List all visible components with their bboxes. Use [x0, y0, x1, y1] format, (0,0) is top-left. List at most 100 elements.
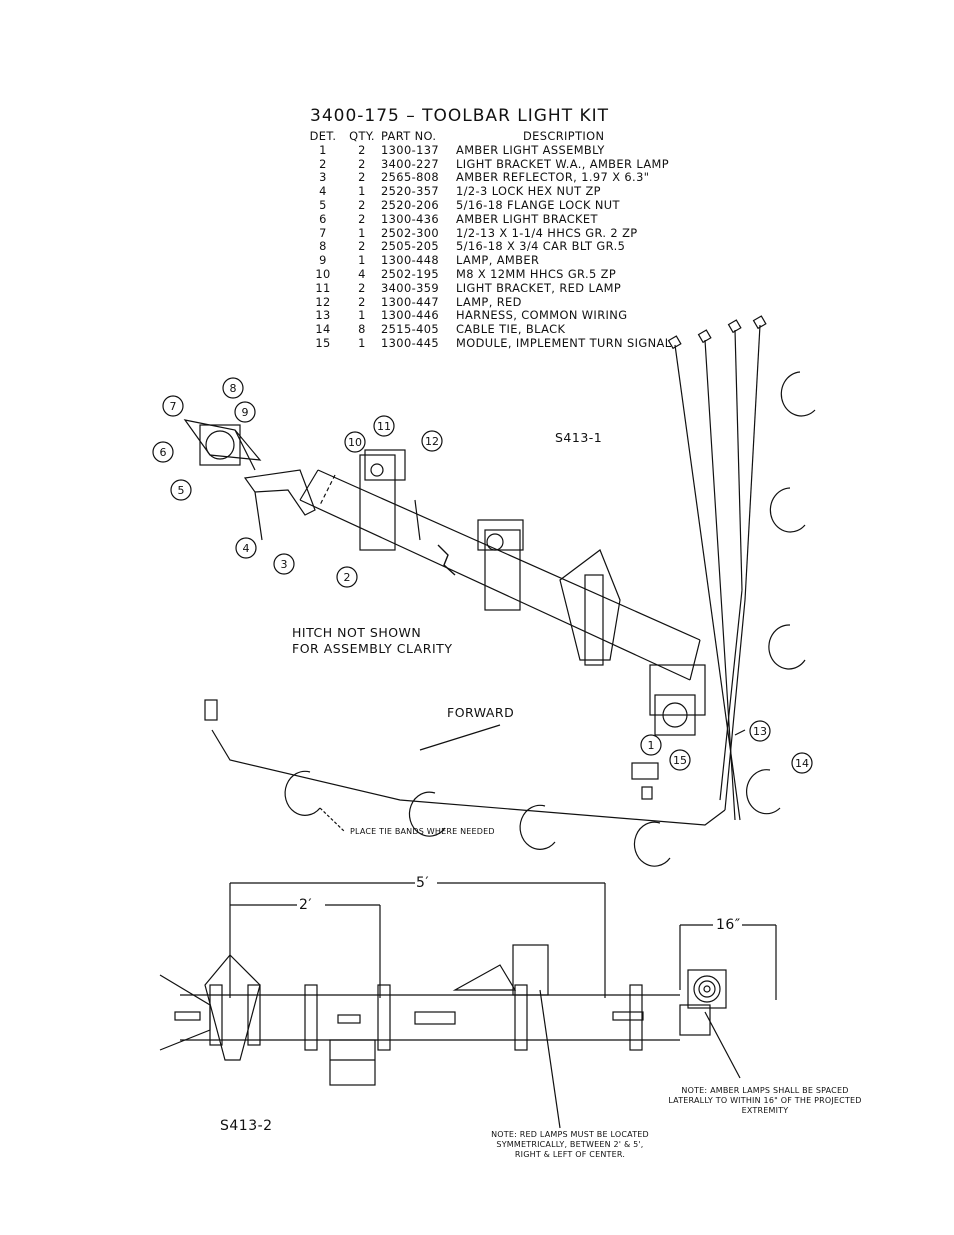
- hitch-note-line1: HITCH NOT SHOWN: [292, 625, 422, 640]
- cell-det: 11: [315, 280, 331, 295]
- wiring-harness: [204, 315, 767, 826]
- table-row: 14 8 2515-405 CABLE TIE, BLACK: [303, 322, 671, 337]
- cell-part-no: 2502-195: [381, 266, 440, 281]
- cell-part-no: 1300-445: [381, 335, 440, 350]
- callout-circle: [669, 749, 691, 771]
- callout-number: 12: [425, 435, 439, 448]
- red-lamp-bracket-left: [359, 449, 421, 551]
- cell-description: LAMP, AMBER: [456, 253, 540, 268]
- amber-bracket-left: [243, 469, 316, 541]
- callout-number: 10: [348, 436, 362, 449]
- cell-det: 1: [319, 142, 327, 157]
- cell-description: LAMP, RED: [456, 294, 522, 309]
- callout-number: 11: [377, 420, 391, 433]
- callout-circle: [336, 566, 358, 588]
- callout-circle: [273, 553, 295, 575]
- cell-description: CABLE TIE, BLACK: [456, 322, 566, 337]
- cell-qty: 2: [358, 170, 366, 185]
- cell-det: 13: [315, 308, 331, 323]
- callout-number: 2: [344, 571, 351, 584]
- cell-description: AMBER REFLECTOR, 1.97 X 6.3": [456, 170, 650, 185]
- cell-qty: 4: [358, 266, 366, 281]
- turn-signal-module: [631, 762, 659, 800]
- cell-qty: 1: [358, 225, 366, 240]
- callout-number: 6: [160, 446, 167, 459]
- cell-det: 15: [315, 335, 331, 350]
- callout-number: 9: [242, 406, 249, 419]
- forward-label: FORWARD: [447, 705, 515, 720]
- dimension-5ft: 5′: [416, 875, 430, 891]
- cell-part-no: 3400-227: [381, 156, 440, 171]
- cell-qty: 2: [358, 280, 366, 295]
- cell-part-no: 2505-205: [381, 239, 440, 254]
- cell-det: 3: [319, 170, 327, 185]
- tie-bands-note: PLACE TIE BANDS WHERE NEEDED: [350, 827, 495, 836]
- cell-part-no: 1300-436: [381, 211, 440, 226]
- red-lamp-note: NOTE: RED LAMPS MUST BE LOCATED SYMMETRI…: [491, 1130, 649, 1159]
- callout-circle: [640, 734, 662, 756]
- amber-light-left: [183, 419, 262, 471]
- cell-det: 14: [315, 322, 331, 337]
- callout-circle: [421, 430, 443, 452]
- cell-qty: 1: [358, 253, 366, 268]
- table-row: 15 1 1300-445 MODULE, IMPLEMENT TURN SIGNAL: [303, 335, 672, 351]
- leader-lines: [319, 724, 746, 833]
- cell-part-no: 1300-448: [381, 253, 440, 268]
- callout-number: 5: [178, 484, 185, 497]
- cell-description: MODULE, IMPLEMENT TURN SIGNAL: [456, 335, 672, 350]
- cell-qty: 2: [358, 239, 366, 254]
- cell-qty: 2: [358, 156, 366, 171]
- cell-part-no: 2515-405: [381, 322, 440, 337]
- cell-part-no: 2565-808: [381, 170, 440, 185]
- cell-det: 10: [315, 266, 331, 281]
- callout-number: 15: [673, 754, 687, 767]
- red-lamp-bracket-right: [477, 519, 524, 611]
- dimension-2ft: 2′: [299, 897, 313, 913]
- cell-description: HARNESS, COMMON WIRING: [456, 308, 628, 323]
- cable-ties: [284, 371, 816, 867]
- cell-description: LIGHT BRACKET, RED LAMP: [456, 280, 622, 295]
- cell-det: 9: [319, 253, 327, 268]
- callout-circle: [791, 752, 813, 774]
- header-qty: QTY.: [349, 129, 375, 143]
- cell-qty: 1: [358, 335, 366, 350]
- kit-title: 3400-175 – TOOLBAR LIGHT KIT: [310, 106, 610, 126]
- cell-qty: 1: [358, 184, 366, 199]
- view-label-s413-2: S413-2: [220, 1118, 273, 1134]
- header-det: DET.: [309, 129, 337, 143]
- table-row: 9 1 1300-448 LAMP, AMBER: [303, 253, 671, 268]
- dimension-16in: 16″: [716, 917, 741, 933]
- callout-circle: [162, 395, 184, 417]
- callout-circle: [234, 401, 256, 423]
- cell-det: 4: [319, 184, 327, 199]
- callout-circle: [235, 537, 257, 559]
- cell-qty: 2: [358, 197, 366, 212]
- cell-description: LIGHT BRACKET W.A., AMBER LAMP: [456, 156, 670, 171]
- cell-description: 1/2-13 X 1-1/4 HHCS GR. 2 ZP: [456, 225, 638, 240]
- callout-number: 7: [170, 400, 177, 413]
- cell-description: AMBER LIGHT BRACKET: [456, 211, 598, 226]
- parts-table-header: DET. QTY. PART NO. DESCRIPTION: [303, 129, 671, 144]
- dimension-lines: [229, 882, 777, 1129]
- cell-part-no: 2520-206: [381, 197, 440, 212]
- cell-description: 5/16-18 X 3/4 CAR BLT GR.5: [456, 239, 626, 254]
- header-part-no: PART NO.: [381, 129, 437, 143]
- callout-number: 14: [795, 757, 809, 770]
- cell-qty: 2: [358, 142, 366, 157]
- amber-lamp-note: NOTE: AMBER LAMPS SHALL BE SPACED LATERA…: [668, 1086, 862, 1115]
- cell-part-no: 1300-137: [381, 142, 440, 157]
- callout-circle: [344, 431, 366, 453]
- cell-part-no: 1300-447: [381, 294, 440, 309]
- toolbar-beam: [299, 469, 701, 681]
- cell-qty: 1: [358, 308, 366, 323]
- callout-number: 8: [230, 382, 237, 395]
- cell-qty: 8: [358, 322, 366, 337]
